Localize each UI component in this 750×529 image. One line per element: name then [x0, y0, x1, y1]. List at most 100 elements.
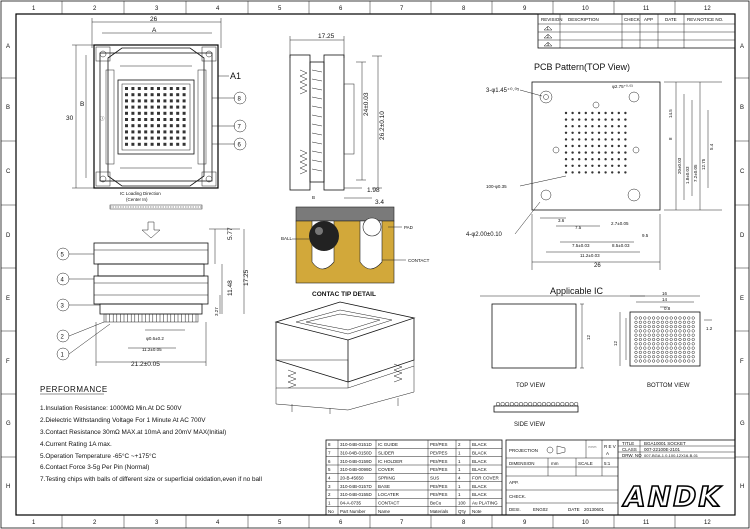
pcb-pad	[591, 151, 594, 154]
top-pin	[131, 93, 135, 97]
pcb-pad	[591, 164, 594, 167]
top-pin	[144, 124, 148, 128]
side-contact	[311, 168, 323, 172]
ic-ball	[656, 355, 660, 359]
pcb-pad	[584, 118, 587, 121]
pcb-pad	[591, 138, 594, 141]
top-pin	[169, 130, 173, 134]
pcb-pad	[597, 131, 601, 134]
pcb-pad	[564, 118, 568, 121]
pcb-dim: 5.4	[709, 143, 714, 150]
ic-ball	[682, 346, 686, 350]
ic-ball	[682, 325, 686, 329]
pcb-pad	[571, 111, 574, 115]
ic-ball	[669, 320, 673, 324]
ic-ball	[669, 316, 673, 320]
bom-header-cell: Q'ty	[458, 509, 467, 514]
ic-ball	[647, 333, 651, 337]
ic-side-ball	[528, 401, 533, 407]
pcb-pad	[611, 164, 614, 167]
side-contact	[311, 87, 323, 91]
top-pin	[163, 99, 167, 103]
ic-ball	[638, 350, 642, 354]
row-label: C	[6, 169, 11, 175]
pcb-pad	[584, 138, 587, 141]
ic-ball	[687, 316, 691, 320]
pcb-dim: 7.2±0.05	[693, 164, 698, 182]
ic-side-view-body	[493, 405, 579, 413]
top-pin	[131, 118, 135, 121]
ic-ball	[691, 346, 695, 350]
svg-text:2: 2	[61, 335, 65, 341]
title-rev-value: A	[606, 451, 609, 456]
pcb-pad	[591, 158, 594, 161]
performance-line: 1.Insulation Resistance: 1000MΩ Min.At D…	[40, 405, 182, 412]
top-pin	[125, 93, 128, 97]
svg-text:4: 4	[61, 278, 65, 284]
bom-cell: BLACK	[472, 484, 487, 489]
dim-side-3: 1.98	[367, 187, 380, 194]
ic-ball	[656, 325, 660, 329]
ic-ball	[652, 337, 656, 342]
pcb-pad	[591, 144, 594, 148]
dimension-label: DIMENSION	[509, 461, 535, 466]
ic-ball	[665, 346, 669, 350]
top-pin	[131, 130, 135, 134]
pcb-pad	[571, 158, 574, 161]
pcb-pad	[617, 144, 620, 148]
ic-ball	[643, 325, 647, 329]
pcb-pattern-title: PCB Pattern(TOP View)	[534, 62, 630, 72]
pcb-pad	[571, 138, 574, 141]
pcb-pad	[604, 144, 607, 148]
ic-ball	[687, 359, 691, 363]
ic-ball	[687, 350, 691, 354]
pcb-pad	[564, 171, 568, 174]
pcb-pad	[571, 131, 574, 134]
pcb-pad	[578, 164, 581, 167]
bom-cell: SUS	[430, 475, 439, 480]
bom-cell: 20-B-45650	[340, 475, 364, 480]
top-pin	[144, 142, 148, 146]
bom-cell: BeCu	[430, 500, 442, 505]
row-label: D	[6, 233, 11, 239]
top-pin	[176, 105, 180, 109]
label-ball: BALL	[281, 236, 293, 241]
balloon-1: 1	[56, 323, 111, 361]
pcb-pad	[571, 164, 574, 167]
top-pin	[150, 105, 154, 109]
col-label: 9	[523, 6, 527, 12]
top-pin	[144, 87, 148, 90]
top-pin	[144, 118, 148, 121]
ic-ball	[647, 337, 651, 342]
top-pin	[169, 99, 173, 103]
ic-ball	[665, 329, 669, 333]
pcb-pad	[597, 164, 601, 167]
pcb-pad	[591, 125, 594, 128]
performance-line: 5.Operation Temperature -65°C ~+175°C	[40, 452, 157, 460]
label-b: B	[312, 195, 315, 200]
pcb-pad	[624, 111, 627, 115]
top-pin	[125, 118, 128, 121]
top-pin	[169, 124, 173, 128]
ic-side-ball	[532, 401, 537, 407]
row-label: G	[740, 421, 745, 427]
top-pin	[182, 118, 186, 121]
top-pin	[144, 136, 148, 140]
ic-ball	[660, 342, 664, 346]
ic-ball	[674, 350, 678, 354]
design-label: DESI.	[509, 507, 521, 512]
col-label: 12	[704, 6, 711, 12]
col-label: 5	[278, 520, 282, 526]
ic-ball	[682, 320, 686, 324]
pcb-pad	[571, 125, 574, 128]
bom-cell: IC HOLDER	[378, 459, 403, 464]
top-pin	[182, 111, 186, 115]
iso-spring	[287, 369, 297, 389]
ic-ball	[682, 359, 686, 363]
ic-ball	[691, 355, 695, 359]
ic-side-ball	[500, 401, 505, 407]
bom-cell: SPRING	[378, 475, 396, 480]
ic-ball	[656, 320, 660, 324]
col-label: 10	[582, 6, 589, 12]
